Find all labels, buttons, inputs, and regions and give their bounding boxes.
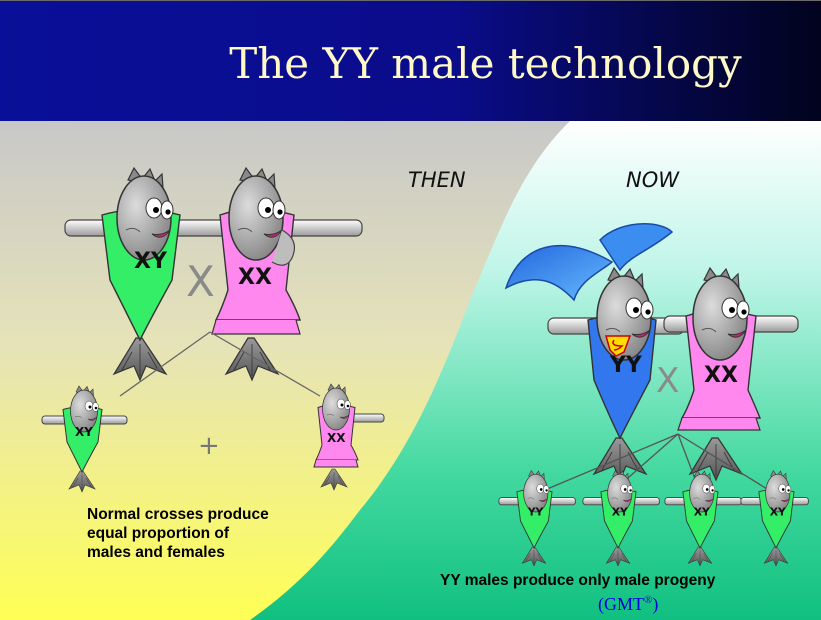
svg-text:XX: XX — [327, 431, 346, 445]
super-cape — [504, 244, 614, 302]
cross-symbol-now: X — [656, 361, 679, 401]
svg-text:XY: XY — [770, 506, 786, 519]
cross-symbol-then: X — [186, 257, 215, 306]
yy-cross-caption: YY males produce only male progeny — [440, 572, 716, 589]
caption-line-2: equal proportion of — [87, 525, 230, 542]
xx-female-fish: XX — [211, 167, 363, 381]
svg-text:XY: XY — [694, 506, 710, 519]
svg-text:XY: XY — [75, 425, 93, 439]
then-label: THEN — [408, 168, 466, 192]
plus-symbol: + — [198, 431, 220, 461]
xy-offspring-fish: XY — [41, 385, 128, 493]
now-label: NOW — [626, 168, 680, 192]
slide-title: The YY male technology — [229, 39, 742, 88]
caption-line-1: Normal crosses produce — [87, 506, 269, 523]
svg-text:YY: YY — [527, 506, 544, 519]
header-bar: The YY male technology — [0, 0, 821, 122]
svg-text:XY: XY — [612, 506, 628, 519]
registered-mark: ® — [644, 594, 653, 606]
gmt-label: (GMT®) — [598, 594, 659, 614]
svg-text:XX: XX — [704, 363, 738, 388]
xy-label: XY — [134, 249, 168, 274]
xx-offspring-fish: XX — [313, 383, 385, 491]
xx-female-fish-now: XX — [663, 267, 799, 481]
xx-label: XX — [238, 265, 272, 290]
caption-line-3: males and females — [87, 544, 225, 561]
now-cross-lines — [539, 433, 773, 493]
xy-male-fish: XY — [64, 167, 231, 381]
normal-cross-caption: Normal crosses produce equal proportion … — [87, 505, 357, 562]
yy-label: YY — [609, 353, 643, 378]
male-progeny-2: XY — [582, 470, 660, 567]
male-progeny-1: YY — [498, 470, 576, 567]
male-progeny-3: XY — [664, 470, 742, 567]
male-progeny-4: XY — [740, 470, 809, 567]
diagram-panel: XY X XX XY + — [0, 121, 821, 620]
then-cross-lines — [119, 331, 321, 397]
